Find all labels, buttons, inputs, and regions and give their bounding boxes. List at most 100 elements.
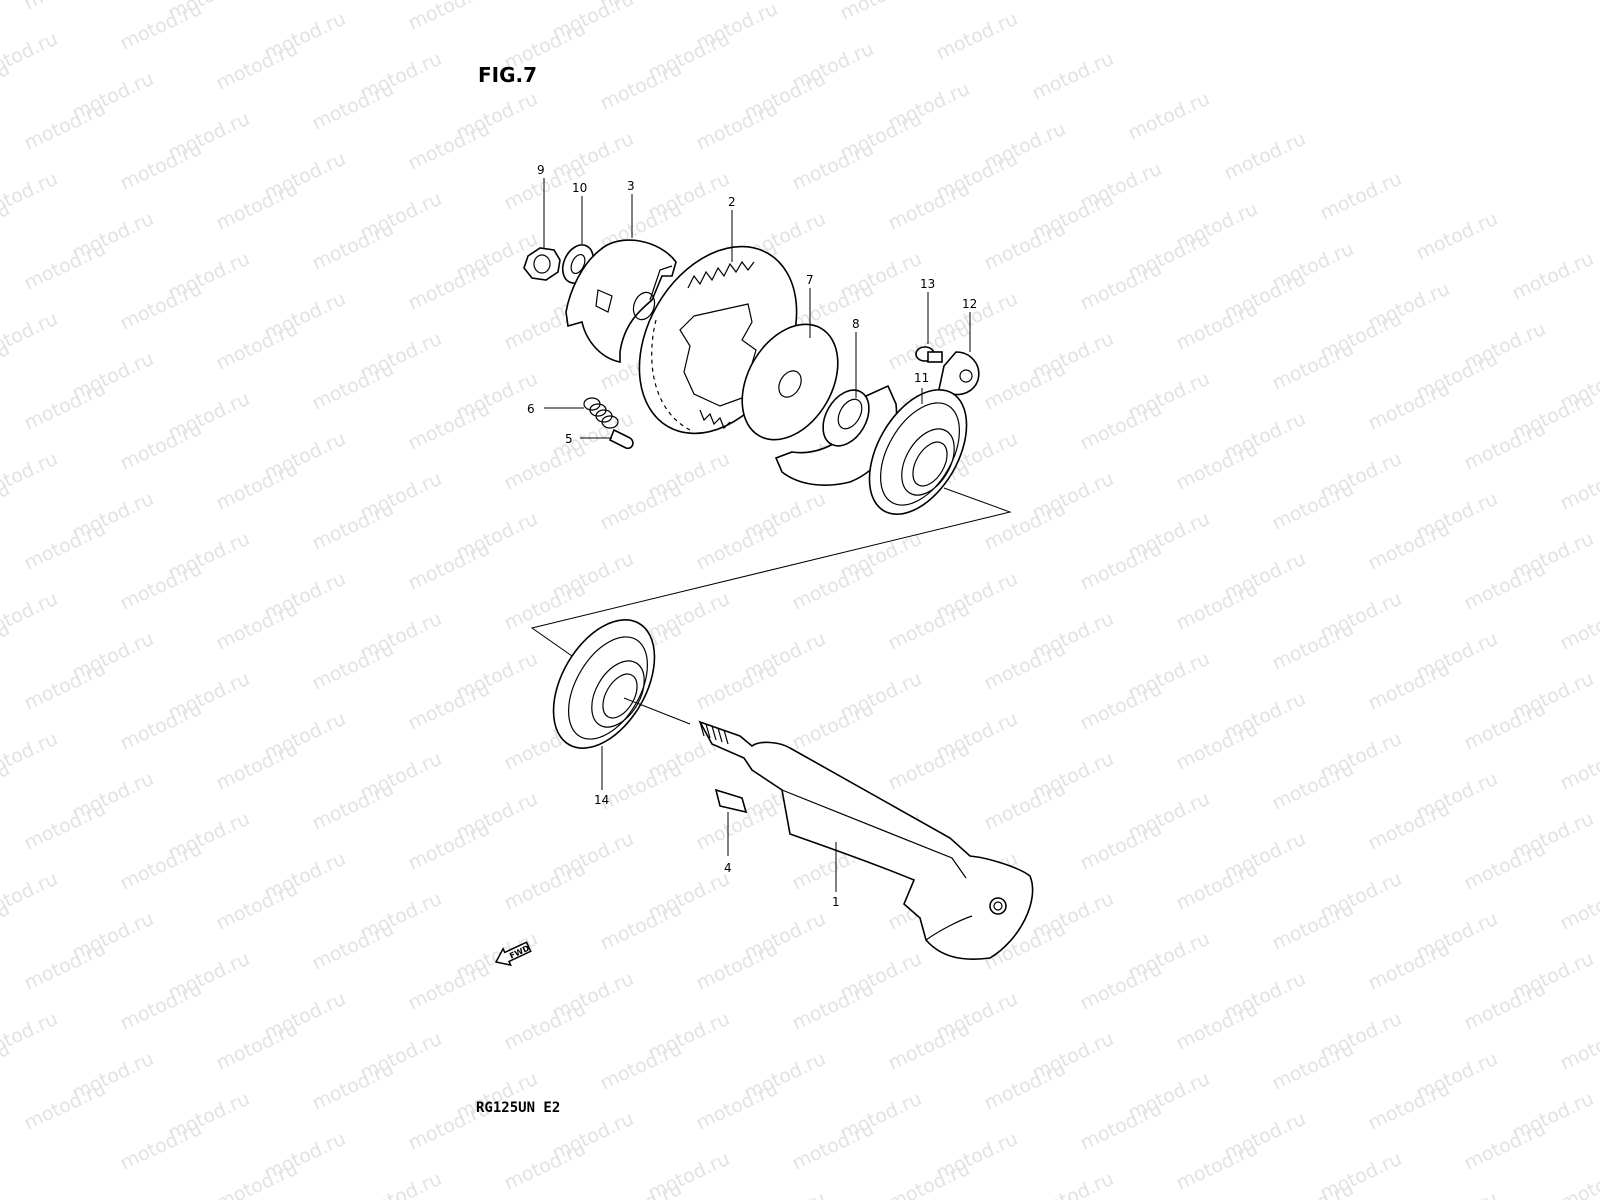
- watermark-text: motod.ru: [1365, 518, 1453, 575]
- watermark-text: motod.ru: [597, 898, 685, 955]
- watermark-text: motod.ru: [1269, 338, 1357, 395]
- watermark-text: motod.ru: [1365, 658, 1453, 715]
- watermark-text: motod.ru: [213, 458, 301, 515]
- watermark-text: motod.ru: [213, 598, 301, 655]
- part-thrust-washer: [741, 323, 839, 441]
- watermark-text: motod.ru: [1173, 438, 1261, 495]
- part-screw: [915, 346, 943, 363]
- watermark-text: motod.ru: [117, 138, 205, 195]
- watermark-text: motod.ru: [1557, 1158, 1600, 1200]
- watermark-text: motod.ru: [789, 698, 877, 755]
- watermark-text: motod.ru: [693, 98, 781, 155]
- watermark-text: motod.ru: [1365, 798, 1453, 855]
- watermark-text: motod.ru: [837, 0, 925, 25]
- watermark-text: motod.ru: [357, 1168, 445, 1200]
- watermark-text: motod.ru: [981, 218, 1069, 275]
- watermark-text: motod.ru: [213, 38, 301, 95]
- watermark-text: motod.ru: [213, 178, 301, 235]
- watermark-text: motod.ru: [405, 958, 493, 1015]
- part-key: [714, 788, 748, 814]
- watermark-text: motod.ru: [1077, 678, 1165, 735]
- watermark-text: motod.ru: [309, 358, 397, 415]
- watermark-text: motod.ru: [1269, 898, 1357, 955]
- watermark-text: motod.ru: [789, 558, 877, 615]
- watermark-text: motod.ru: [501, 858, 589, 915]
- watermark-text: motod.ru: [981, 1058, 1069, 1115]
- watermark-text: motod.ru: [1269, 1038, 1357, 1095]
- callout-10: 10: [572, 181, 587, 195]
- watermark-text: motod.ru: [117, 418, 205, 475]
- watermark-text: motod.ru: [1173, 858, 1261, 915]
- watermark-text: motod.ru: [1077, 538, 1165, 595]
- watermark-text: motod.ru: [1413, 208, 1501, 265]
- watermark-text: motod.ru: [21, 98, 109, 155]
- watermark-text: motod.ru: [501, 438, 589, 495]
- watermark-text: motod.ru: [597, 1038, 685, 1095]
- watermark-text: motod.ru: [1077, 818, 1165, 875]
- model-code: RG125UN E2: [476, 1100, 560, 1116]
- part-spring: [583, 397, 619, 429]
- watermark-text: motod.ru: [1077, 258, 1165, 315]
- watermark-text: motod.ru: [21, 798, 109, 855]
- watermark-text: motod.ru: [117, 838, 205, 895]
- callout-4: 4: [724, 861, 732, 875]
- watermark-text: motod.ru: [1461, 418, 1549, 475]
- part-nut: [523, 247, 561, 281]
- leader-lines: [543, 178, 971, 892]
- watermark-text: motod.ru: [501, 578, 589, 635]
- watermark-text: motod.ru: [1461, 978, 1549, 1035]
- watermark-text: motod.ru: [1365, 378, 1453, 435]
- watermark-text: motod.ru: [693, 518, 781, 575]
- watermark-text: motod.ru: [1269, 1178, 1357, 1200]
- watermark-text: motod.ru: [885, 598, 973, 655]
- watermark-text: motod.ru: [21, 1078, 109, 1135]
- watermark-text: motod.ru: [21, 658, 109, 715]
- callout-3: 3: [627, 179, 635, 193]
- watermark-text: motod.ru: [1077, 1098, 1165, 1155]
- watermark-text: motod.ru: [21, 938, 109, 995]
- callouts: 9 10 3 2 7 8 13 12 11 6 5 14 4 1: [527, 163, 977, 909]
- watermark-text: motod.ru: [1269, 478, 1357, 535]
- part-ratchet-guide: [565, 239, 677, 363]
- callout-6: 6: [527, 402, 535, 416]
- watermark-text: motod.ru: [117, 1118, 205, 1175]
- watermark-text: motod.ru: [1221, 128, 1309, 185]
- part-pin: [608, 428, 634, 450]
- watermark-text: motod.ru: [693, 1078, 781, 1135]
- watermark-text: motod.ru: [1557, 738, 1600, 795]
- callout-12: 12: [962, 297, 977, 311]
- watermark-text: motod.ru: [309, 218, 397, 275]
- watermark-text: motod.ru: [1173, 1138, 1261, 1195]
- watermark-text: motod.ru: [1557, 598, 1600, 655]
- watermark-text: motod.ru: [1365, 1078, 1453, 1135]
- watermark-text: motod.ru: [1557, 878, 1600, 935]
- assembly-connector: [530, 487, 1012, 657]
- callout-14: 14: [594, 793, 609, 807]
- watermark-text: motod.ru: [309, 918, 397, 975]
- watermark-text: motod.ru: [693, 658, 781, 715]
- watermark-text: motod.ru: [1461, 698, 1549, 755]
- watermark-text: motod.ru: [1029, 1168, 1117, 1200]
- watermark-text: motod.ru: [885, 1018, 973, 1075]
- watermark-text: motod.ru: [741, 1188, 829, 1200]
- watermark-text: motod.ru: [1413, 1188, 1501, 1200]
- watermark-text: motod.ru: [597, 58, 685, 115]
- watermark-text: motod.ru: [501, 1138, 589, 1195]
- watermark-text: motod.ru: [1557, 458, 1600, 515]
- part-bearing-lower: [552, 619, 691, 749]
- watermark-text: motod.ru: [789, 1118, 877, 1175]
- watermark-text: motod.ru: [789, 978, 877, 1035]
- watermark-text: motod.ru: [213, 738, 301, 795]
- watermark-text: motod.ru: [309, 78, 397, 135]
- watermark-text: motod.ru: [405, 538, 493, 595]
- watermark-text: motod.ru: [597, 758, 685, 815]
- watermark-text: motod.ru: [1509, 248, 1597, 305]
- watermark-text: motod.ru: [213, 878, 301, 935]
- watermark-text: motod.ru: [1173, 578, 1261, 635]
- callout-5: 5: [565, 432, 573, 446]
- watermark-text: motod.ru: [21, 518, 109, 575]
- watermark-text: motod.ru: [1461, 558, 1549, 615]
- watermark-text: motod.ru: [117, 558, 205, 615]
- watermark-text: motod.ru: [1269, 758, 1357, 815]
